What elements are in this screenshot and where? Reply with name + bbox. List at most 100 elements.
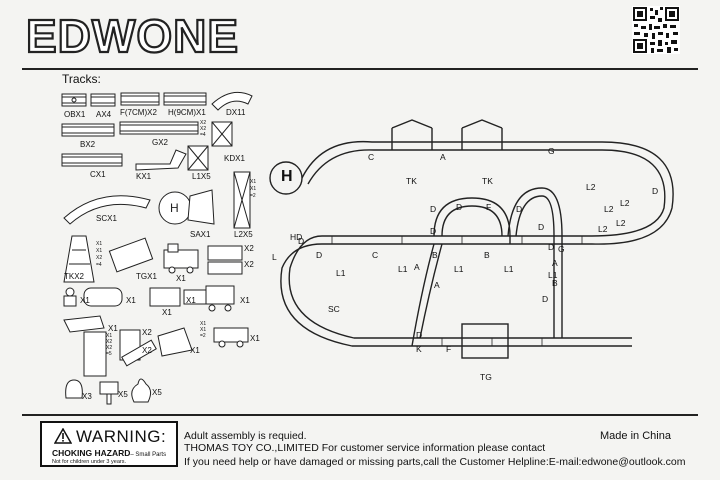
crane-toy (63, 315, 107, 377)
label-L1-b: L1 (398, 264, 408, 274)
part-label-sax: SAX1 (190, 230, 211, 239)
part-label-post: X5 (118, 390, 128, 399)
label-C-mid: C (372, 250, 379, 260)
assembly-note: Adult assembly is requied. (184, 430, 307, 442)
truck2-toy (157, 327, 193, 357)
tkx-note-4: =4 (96, 262, 102, 268)
excav-note-1: X1 (200, 321, 207, 327)
part-label-f: F(7CM)X2 (120, 108, 157, 117)
part-label-tgx: TGX1 (136, 272, 157, 281)
excavator-toy (213, 327, 249, 348)
label-D-10: D (542, 294, 549, 304)
label-A-top: A (440, 152, 446, 162)
part-label-case: X1 (186, 296, 196, 305)
label-A-loop: A (434, 280, 440, 290)
part-label-scx: SCX1 (96, 214, 117, 223)
track-piece-h (163, 92, 207, 106)
label-A-right: A (552, 258, 558, 268)
tracks-title: Tracks: (62, 72, 101, 86)
footer-divider (22, 414, 698, 416)
track-piece-gx (119, 121, 199, 135)
warning-age-note: Not for children under 3 years. (52, 459, 126, 465)
crane-note-4: =5 (106, 351, 112, 357)
part-label-sign: X2 (142, 328, 152, 337)
tkx-note-1: X1 (96, 241, 103, 247)
label-SC: SC (328, 304, 340, 314)
part-label-dx: DX11 (226, 108, 246, 117)
tkx-note-2: X1 (96, 248, 103, 254)
part-label-gx: GX2 (152, 138, 169, 147)
bush-toy (65, 379, 83, 399)
choking-hazard-warning: WARNING: CHOKING HAZARD– Small Parts Not… (40, 421, 178, 467)
track-piece-cx (61, 153, 123, 167)
gx-note-3: =4 (200, 132, 206, 138)
part-label-cx: CX1 (90, 170, 106, 179)
road-pad (121, 339, 157, 367)
helpline-note: If you need help or have damaged or miss… (184, 456, 686, 468)
hazard-small-text: – Small Parts (130, 452, 167, 458)
track-piece-l1x (187, 145, 209, 171)
label-B-a: B (432, 250, 438, 260)
track-piece-dx (211, 91, 253, 111)
edwone-logo: EDWONE (25, 9, 239, 62)
label-L1-a: L1 (336, 268, 346, 278)
tree-toy (131, 378, 152, 403)
part-label-car-a: X2 (244, 244, 254, 253)
part-label-tree: X5 (152, 388, 162, 397)
part-label-bx: BX2 (80, 140, 96, 149)
bus-toy (83, 287, 123, 307)
part-label-truck2: X1 (190, 346, 200, 355)
track-piece-f (120, 92, 160, 106)
label-TG: TG (480, 372, 492, 382)
label-L2-a: L2 (586, 182, 596, 192)
track-piece-kdx (211, 121, 233, 147)
label-TK-b: TK (482, 176, 493, 186)
label-D-11: D (652, 186, 659, 196)
l2x-note-3: =2 (250, 193, 256, 199)
part-label-car-b: X2 (244, 260, 254, 269)
label-D-2: D (456, 202, 463, 212)
post-toy (99, 381, 119, 405)
svg-text:EDWONE: EDWONE (26, 10, 239, 62)
label-D-6: D (298, 236, 305, 246)
train-engine (163, 243, 199, 274)
part-label-bush: X3 (82, 392, 92, 401)
part-label-obx: OBX1 (64, 110, 86, 119)
label-D-4: D (538, 222, 545, 232)
part-label-dozer: X1 (240, 296, 250, 305)
label-G-mid: G (558, 244, 565, 254)
part-label-l1x: L1X5 (192, 172, 211, 181)
label-L2-e: L2 (620, 198, 630, 208)
svg-text:H: H (170, 201, 179, 215)
qr-code-icon (632, 6, 680, 54)
label-D-9: D (416, 330, 423, 340)
label-K: K (416, 344, 422, 354)
excav-note-2: X1 (200, 327, 207, 333)
part-label-crane: X1 (108, 324, 118, 333)
parts-inventory: H (61, 91, 253, 405)
tunnel-tower-tkx (63, 235, 95, 283)
label-F-low: F (446, 344, 452, 354)
label-C-top: C (368, 152, 375, 162)
part-label-ax: AX4 (96, 110, 112, 119)
part-label-figure: X1 (80, 296, 90, 305)
hazard-text: CHOKING HAZARD (52, 448, 131, 458)
part-label-excavator: X1 (250, 334, 260, 343)
label-D-1: D (430, 204, 437, 214)
made-in-label: Made in China (600, 430, 671, 442)
crane-note-2: X2 (106, 339, 113, 345)
part-label-truck: X1 (162, 308, 172, 317)
track-layout-diagram (269, 119, 674, 359)
label-H: H (281, 168, 293, 185)
gx-note-2: X2 (200, 126, 207, 132)
l2x-note-2: X1 (250, 186, 257, 192)
dozer-toy (205, 285, 235, 312)
tkx-note-3: X2 (96, 255, 103, 261)
track-piece-tgx (108, 237, 154, 273)
track-piece-l2x (233, 171, 251, 229)
label-L2-d: L2 (598, 224, 608, 234)
label-L-left: L (272, 252, 277, 262)
warning-title: WARNING: (76, 427, 167, 446)
part-label-kdx: KDX1 (224, 154, 245, 163)
